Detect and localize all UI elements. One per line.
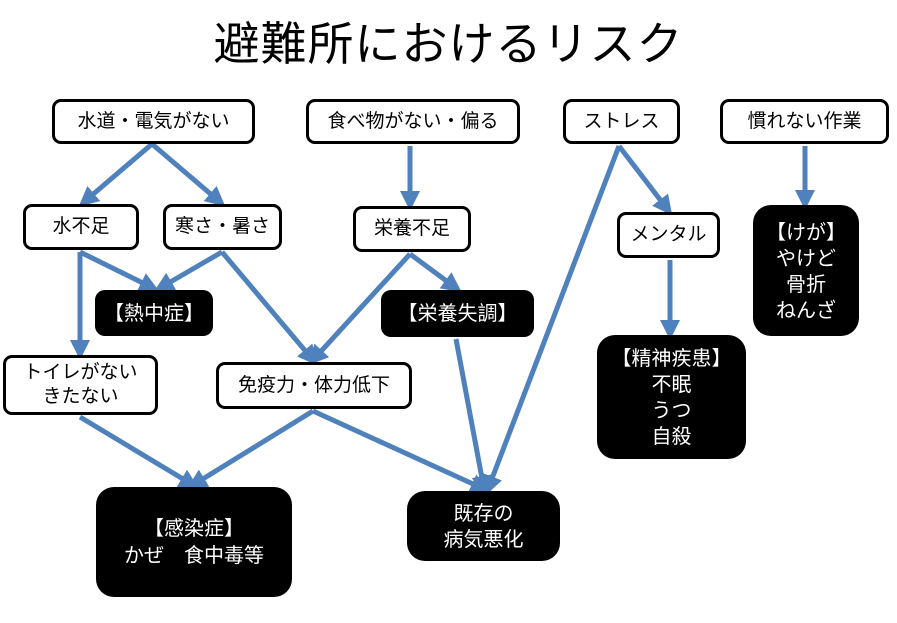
node-cold-heat: 寒さ・暑さ bbox=[163, 204, 282, 250]
node-chronic-worsening: 既存の 病気悪化 bbox=[407, 491, 560, 561]
node-mental: メンタル bbox=[617, 212, 720, 258]
node-water-shortage: 水不足 bbox=[23, 204, 139, 250]
arrow-malnutrition-to-immunity-decline bbox=[308, 252, 412, 366]
node-toilet: トイレがない きたない bbox=[3, 355, 158, 415]
node-stress: ストレス bbox=[563, 99, 680, 144]
arrow-no-water-power-to-cold-heat bbox=[150, 142, 226, 207]
node-no-food: 食べ物がない・偏る bbox=[306, 99, 520, 144]
arrow-stress-to-mental bbox=[617, 144, 673, 216]
node-immunity-decline: 免疫力・体力低下 bbox=[216, 362, 412, 409]
node-nutritional-disorder: 【栄養失調】 bbox=[381, 290, 534, 337]
node-unfamiliar-work: 慣れない作業 bbox=[720, 99, 889, 144]
node-malnutrition: 栄養不足 bbox=[353, 206, 471, 252]
arrow-malnutrition-to-nutritional-disorder bbox=[408, 251, 462, 293]
node-injury: 【けが】 やけど 骨折 ねんざ bbox=[753, 205, 859, 336]
node-mental-illness: 【精神疾患】 不眠 うつ 自殺 bbox=[597, 335, 746, 459]
arrow-stress-to-chronic-worsening bbox=[483, 145, 622, 496]
arrow-immunity-decline-to-infection bbox=[187, 408, 315, 489]
arrow-cold-heat-to-immunity-decline bbox=[220, 250, 318, 366]
node-no-water-power: 水道・電気がない bbox=[52, 99, 255, 144]
arrow-nutritional-disorder-to-chronic-worsening bbox=[453, 338, 492, 496]
diagram-title: 避難所におけるリスク bbox=[213, 17, 684, 71]
arrow-immunity-decline-to-chronic-worsening bbox=[311, 408, 491, 493]
arrow-no-water-power-to-water-shortage bbox=[78, 142, 154, 207]
node-infection: 【感染症】 かぜ 食中毒等 bbox=[96, 487, 292, 597]
arrow-toilet-to-infection bbox=[78, 414, 199, 489]
arrow-cold-heat-to-heatstroke bbox=[153, 249, 224, 292]
node-heatstroke: 【熱中症】 bbox=[95, 290, 213, 336]
arrow-water-shortage-to-heatstroke bbox=[78, 249, 160, 292]
